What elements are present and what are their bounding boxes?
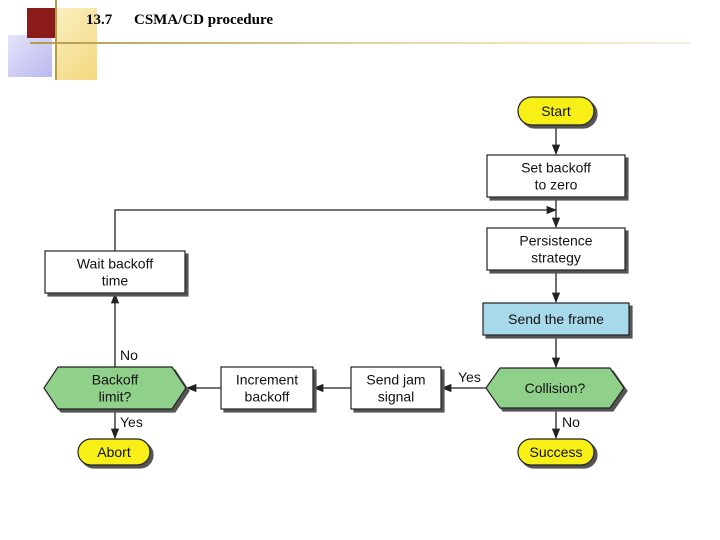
backoff-limit-shape [43, 366, 187, 410]
set-backoff-label: to zero [535, 177, 578, 193]
increment-label: backoff [245, 389, 290, 405]
send-frame-label: Send the frame [508, 311, 604, 327]
decor-vertical-rule [55, 0, 57, 80]
backoff-limit-label: limit? [99, 389, 132, 405]
wait-backoff-label: Wait backoff [77, 256, 153, 272]
label-collision-no: No [562, 414, 580, 430]
increment-label: Increment [236, 372, 298, 388]
label-limit-no: No [120, 347, 138, 363]
decor-square-yellow [57, 8, 97, 80]
section-number: 13.7 [86, 12, 113, 28]
edge-wait-to-persistence [114, 205, 558, 251]
node-success: Success [517, 438, 595, 466]
node-abort: Abort [77, 438, 151, 466]
send-frame-shape [482, 302, 630, 336]
page-title: CSMA/CD procedure [134, 12, 274, 28]
collision-shape [485, 367, 625, 409]
collision-label: Collision? [525, 380, 586, 396]
abort-shape [77, 438, 151, 466]
send-jam-label: signal [378, 389, 415, 405]
label-limit-yes: Yes [120, 414, 143, 430]
success-label: Success [530, 444, 583, 460]
header-rule [30, 42, 690, 44]
persistence-shape [486, 227, 626, 271]
send-jam-label: Send jam [366, 372, 425, 388]
start-label: Start [541, 103, 571, 119]
persistence-label: strategy [531, 250, 581, 266]
set-backoff-label: Set backoff [521, 160, 591, 176]
send-jam-shape [350, 366, 442, 410]
wait-backoff-shape [44, 250, 186, 294]
decor-square-dark [27, 8, 57, 38]
wait-backoff-label: time [102, 273, 129, 289]
backoff-limit-label: Backoff [92, 372, 139, 388]
start-shape [517, 96, 595, 126]
abort-label: Abort [97, 444, 131, 460]
set-backoff-shape [486, 154, 626, 198]
node-collision: Collision? [485, 367, 625, 409]
increment-shape [220, 366, 314, 410]
node-start: Start [517, 96, 595, 126]
persistence-label: Persistence [519, 233, 592, 249]
success-shape [517, 438, 595, 466]
label-collision-yes: Yes [458, 369, 481, 385]
node-send-frame: Send the frame [482, 302, 630, 336]
